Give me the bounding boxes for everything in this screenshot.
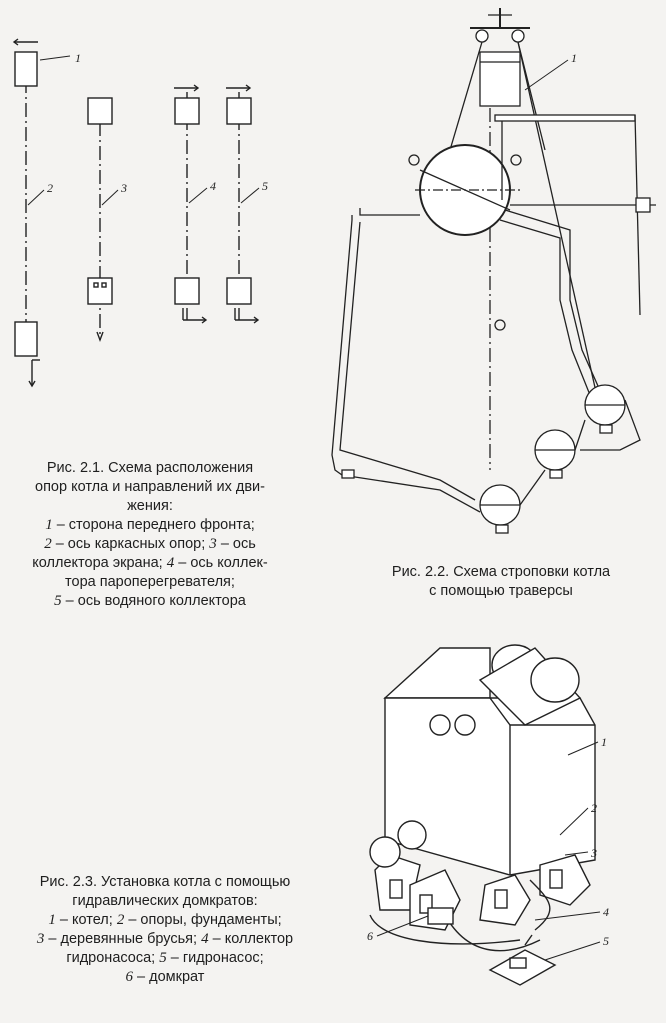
figure-2-2-diagram: 1 (331, 8, 656, 534)
fig2-label-1: 1 (571, 51, 577, 65)
caption-title: Рис. 2.1. Схема расположения (46, 460, 254, 476)
fig1-label-5: 5 (262, 179, 268, 193)
fig1-label-4: 4 (210, 179, 216, 193)
figure-2-1-diagram: 1 2 3 4 5 (12, 38, 268, 388)
figure-2-1-caption: Рис. 2.1. Схема расположения опор котла … (0, 459, 300, 611)
fig3-label-5: 5 (603, 934, 609, 948)
fig3-label-3: 3 (590, 846, 597, 860)
figure-2-2-caption: Рис. 2.2. Схема строповки котла с помощь… (391, 564, 611, 599)
figure-2-3-diagram: 1 2 3 4 5 6 (367, 644, 609, 986)
fig3-label-6: 6 (367, 929, 373, 943)
fig3-label-4: 4 (603, 905, 609, 919)
fig1-label-1: 1 (75, 51, 81, 65)
fig1-label-3: 3 (120, 181, 127, 195)
fig1-label-2: 2 (47, 181, 53, 195)
fig3-label-1: 1 (601, 735, 607, 749)
fig3-label-2: 2 (591, 801, 597, 815)
figure-2-3-caption: Рис. 2.3. Установка котла с помощью гидр… (36, 874, 294, 985)
